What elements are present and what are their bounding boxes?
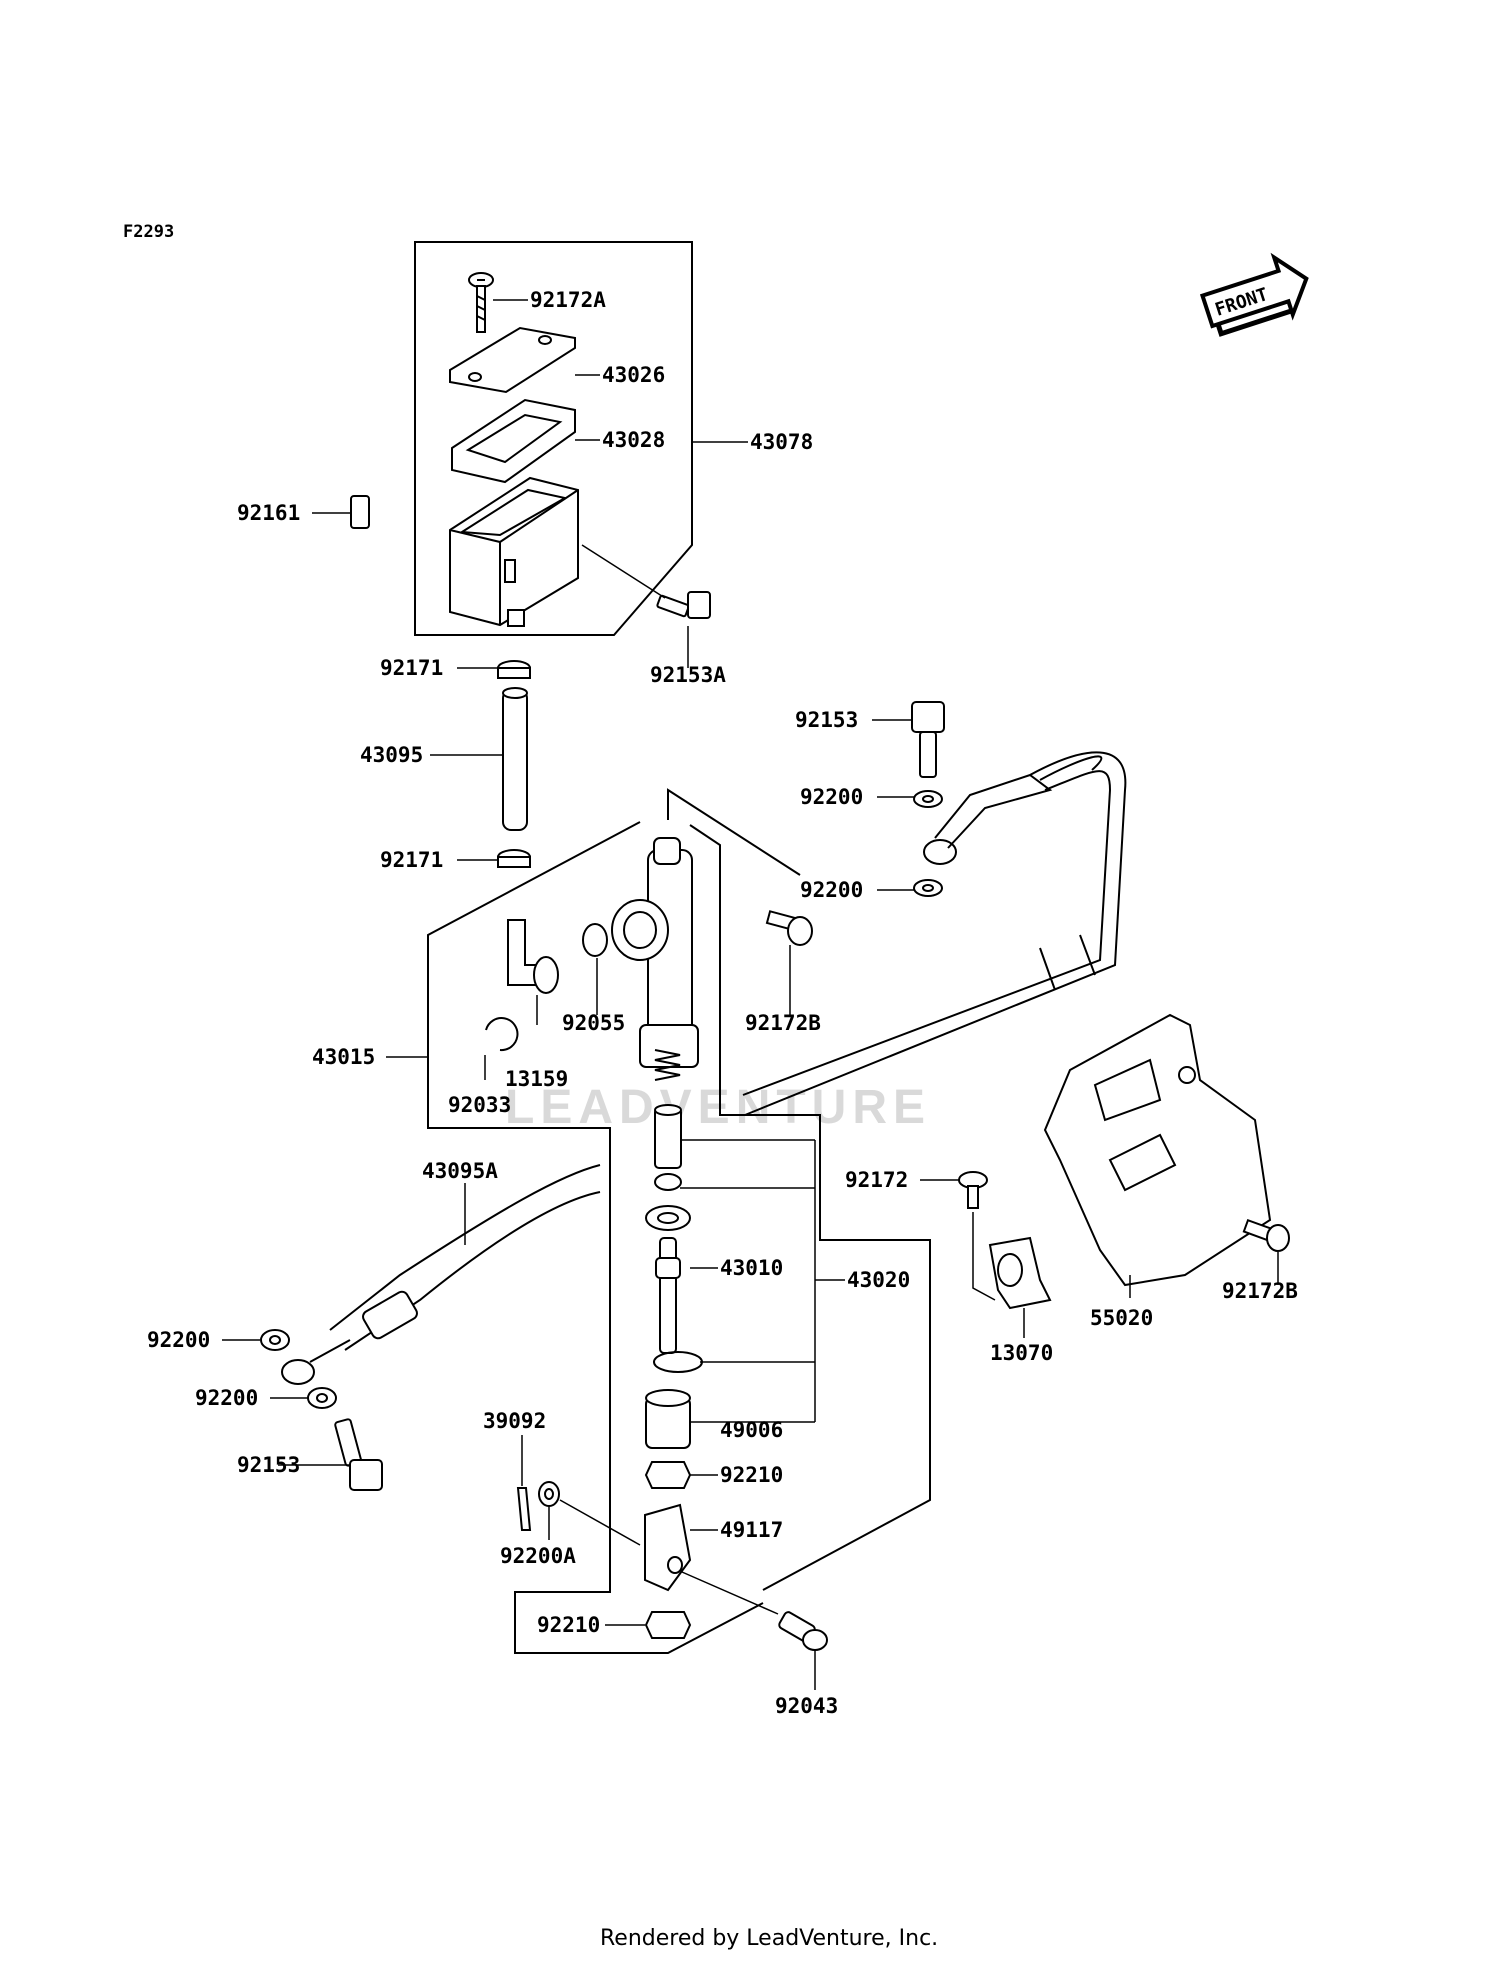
- dust-boot-icon: [645, 1389, 691, 1449]
- outline-segment: [689, 824, 931, 1591]
- part-label[interactable]: 92153A: [650, 663, 726, 687]
- part-label[interactable]: 92172: [845, 1168, 908, 1192]
- screw-icon: [468, 272, 494, 333]
- part-label[interactable]: 92153: [795, 708, 858, 732]
- part-label[interactable]: 43095A: [422, 1159, 498, 1183]
- banjo-bolt-icon: [911, 701, 945, 778]
- washer-icon: [913, 790, 943, 897]
- leader-lines: [222, 299, 1279, 1690]
- part-label[interactable]: 92172A: [530, 288, 606, 312]
- reservoir-hose-icon: [502, 687, 528, 831]
- part-label[interactable]: 43078: [750, 430, 813, 454]
- piston-icon: [654, 1104, 682, 1169]
- bolt-icon: [765, 910, 813, 946]
- part-label[interactable]: 92171: [380, 656, 443, 680]
- diaphragm-icon: [451, 398, 576, 484]
- o-ring-icon: [582, 923, 608, 957]
- reservoir-body-icon: [449, 476, 579, 627]
- pin-icon: [778, 1611, 828, 1651]
- brake-guard-icon: [1043, 1013, 1272, 1287]
- nut-icon: [644, 1461, 692, 1639]
- watermark: LEADVENTURE: [505, 1081, 931, 1134]
- part-label[interactable]: 13159: [505, 1067, 568, 1091]
- part-label[interactable]: 92200A: [500, 1544, 576, 1568]
- part-label[interactable]: 43015: [312, 1045, 375, 1069]
- footer-credit: Rendered by LeadVenture, Inc.: [600, 1926, 938, 1951]
- part-label[interactable]: 92033: [448, 1093, 511, 1117]
- part-label[interactable]: 49117: [720, 1518, 783, 1542]
- part-label[interactable]: 92043: [775, 1694, 838, 1718]
- washer-icon: [260, 1329, 337, 1409]
- part-label[interactable]: 92200: [195, 1386, 258, 1410]
- part-label[interactable]: 92172B: [745, 1011, 821, 1035]
- bolt-icon: [656, 591, 711, 619]
- cotter-pin-icon: [516, 1487, 532, 1531]
- part-label[interactable]: 92200: [800, 785, 863, 809]
- master-cylinder-icon: [611, 837, 699, 1068]
- part-label[interactable]: 55020: [1090, 1306, 1153, 1330]
- part-label[interactable]: 39092: [483, 1409, 546, 1433]
- part-label[interactable]: 13070: [990, 1341, 1053, 1365]
- part-label[interactable]: 92210: [720, 1463, 783, 1487]
- part-label[interactable]: 43095: [360, 743, 423, 767]
- brake-hose-icon: [281, 1164, 601, 1385]
- part-label[interactable]: 92161: [237, 501, 300, 525]
- part-label[interactable]: 92200: [800, 878, 863, 902]
- clevis-icon: [644, 1503, 692, 1592]
- hose-clamp-icon: [988, 1236, 1052, 1310]
- part-label[interactable]: 43026: [602, 363, 665, 387]
- push-rod-icon: [655, 1237, 681, 1354]
- outline-segment: [667, 788, 801, 876]
- part-label[interactable]: 92200: [147, 1328, 210, 1352]
- washer-icon: [538, 1481, 560, 1507]
- bolt-icon: [958, 1171, 988, 1209]
- circlip-icon: [653, 1351, 703, 1373]
- brake-hose-icon: [742, 751, 1127, 1116]
- hose-clamp-icon: [497, 660, 531, 868]
- cover-plate-icon: [449, 326, 576, 394]
- part-label[interactable]: 43028: [602, 428, 665, 452]
- diagram-code: F2293: [123, 222, 174, 242]
- spring-icon: [654, 1049, 681, 1081]
- part-label[interactable]: 43020: [847, 1268, 910, 1292]
- part-label[interactable]: 92055: [562, 1011, 625, 1035]
- rubber-cap-icon: [350, 495, 370, 529]
- cup-icon: [645, 1173, 691, 1231]
- part-label[interactable]: 43010: [720, 1256, 783, 1280]
- front-arrow-icon: FRONT: [1199, 252, 1309, 337]
- part-label[interactable]: 92210: [537, 1613, 600, 1637]
- hose-fitting-icon: [507, 919, 559, 994]
- banjo-bolt-icon: [334, 1418, 383, 1491]
- part-label[interactable]: 92153: [237, 1453, 300, 1477]
- master-cylinder-outline: [427, 821, 764, 1654]
- part-label[interactable]: 92172B: [1222, 1279, 1298, 1303]
- bolt-icon: [1242, 1218, 1290, 1252]
- circlip-icon: [485, 1017, 519, 1052]
- part-labels: 92172A 43026 43028 43078 92161 92153A 92…: [147, 288, 1298, 1718]
- part-label[interactable]: 92171: [380, 848, 443, 872]
- part-label[interactable]: 49006: [720, 1418, 783, 1442]
